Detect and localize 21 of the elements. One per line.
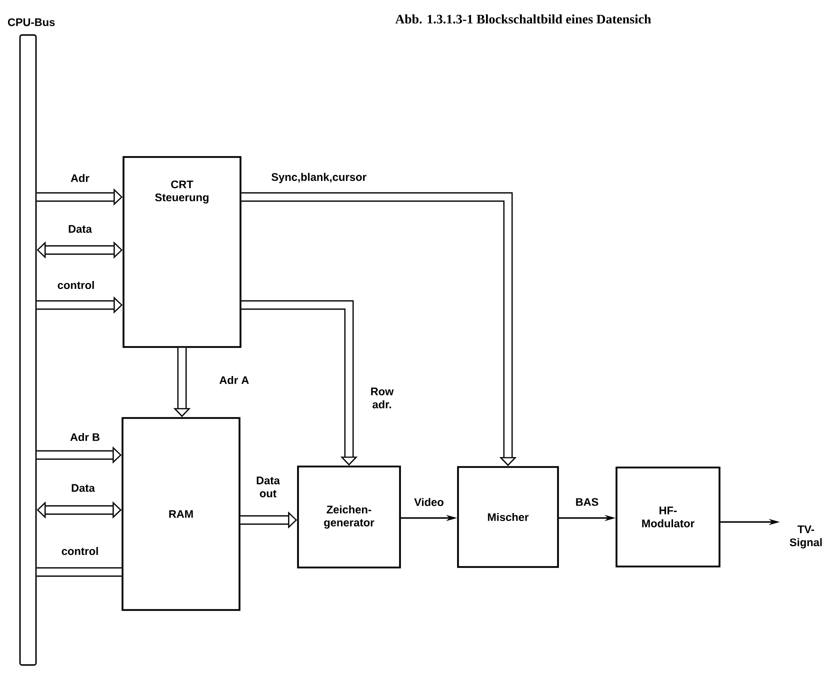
edge-label: Adr A xyxy=(218,374,250,386)
block-box: Zeichen- generator xyxy=(297,466,401,568)
edge-label: Adr B xyxy=(69,432,101,442)
edge-label: control xyxy=(56,280,96,290)
edge-label: Row adr. xyxy=(366,386,398,410)
edge-label: BAS xyxy=(574,497,600,507)
block-box: HF- Modulator xyxy=(616,466,720,568)
output-label: TV- Signal xyxy=(790,526,822,548)
edge-label: Data xyxy=(70,483,96,493)
edge-label: Adr xyxy=(70,172,90,184)
edge-label: Sync,blank,cursor xyxy=(270,172,368,184)
edge-label: Data xyxy=(67,224,93,234)
block-box: CRT Steuerung xyxy=(122,156,242,348)
edge-label: Video xyxy=(413,496,445,508)
block-box: RAM xyxy=(122,417,240,611)
title: Abb. 1.3.1.3-1 Blockschaltbild eines Datensich xyxy=(395,14,652,24)
edge-label: control xyxy=(60,546,100,556)
block-box: Mischer xyxy=(457,466,559,568)
bus-bar: CPU-Bus xyxy=(8,18,55,666)
node-label: CPU-Bus xyxy=(8,18,55,26)
edge-label: Data out xyxy=(252,476,284,498)
